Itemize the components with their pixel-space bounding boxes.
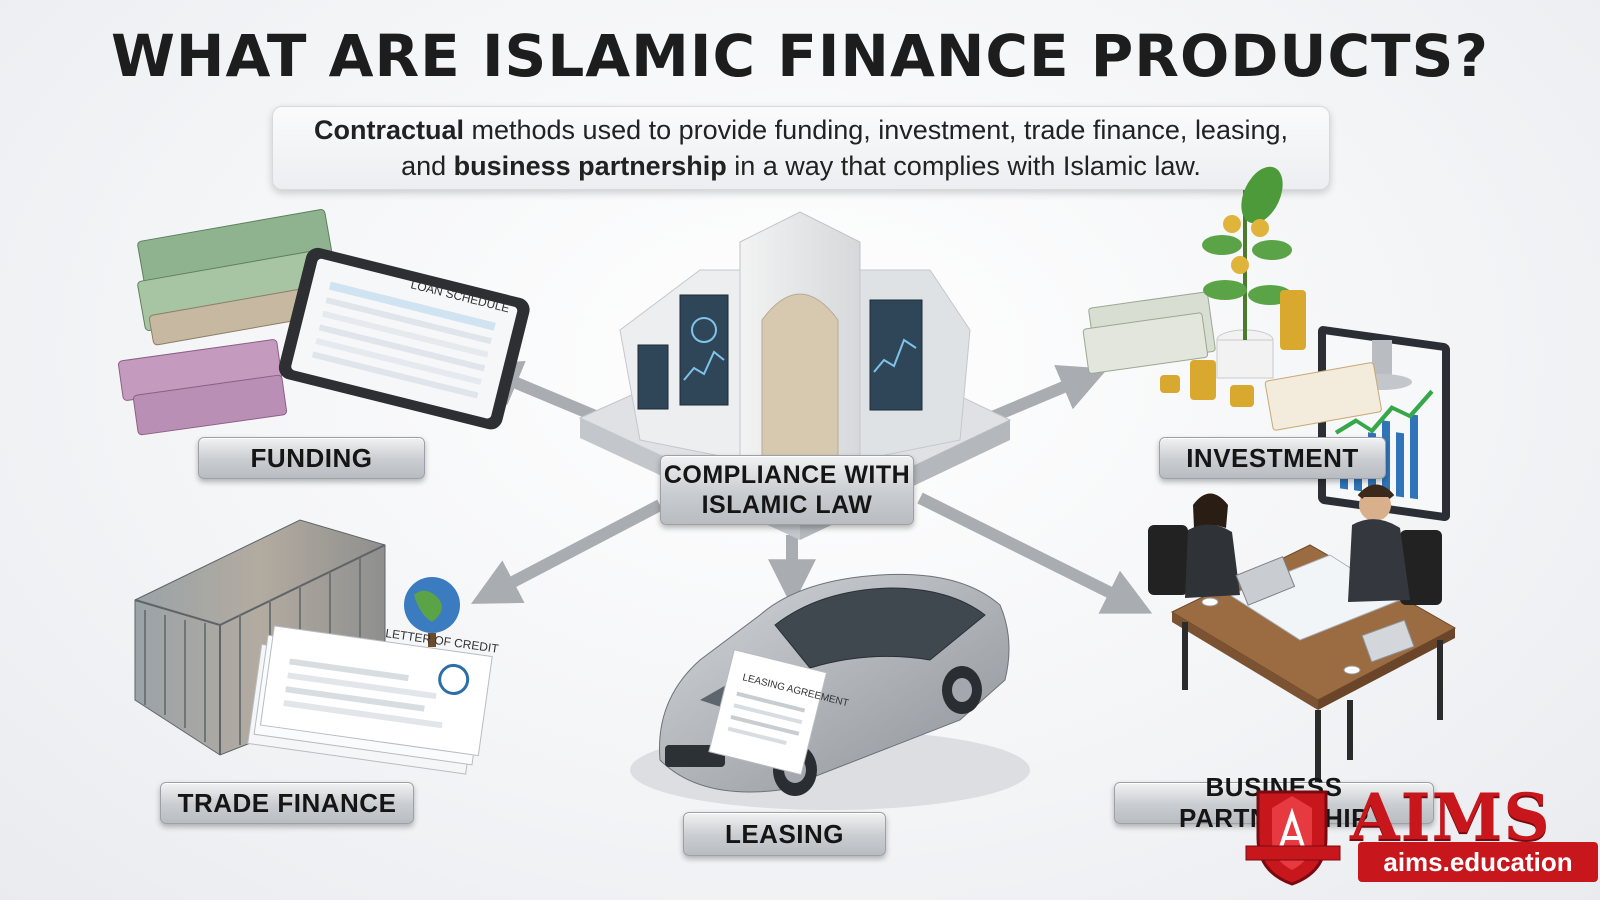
- arrow-to-partnership: [917, 492, 1153, 614]
- compliance-label-line2: ISLAMIC LAW: [701, 491, 873, 519]
- definition-segment: Contractual: [313, 115, 464, 145]
- aims-logo: AIMS aims.education: [1238, 780, 1598, 890]
- compliance-label: COMPLIANCE WITH ISLAMIC LAW: [660, 455, 914, 525]
- definition-segment: and: [401, 151, 454, 181]
- arrow-to-investment: [982, 364, 1108, 426]
- funding-illustration: LOAN SCHEDULE: [118, 209, 530, 436]
- trade-finance-illustration: LETTER OF CREDIT: [134, 519, 500, 775]
- page-title: WHAT ARE ISLAMIC FINANCE PRODUCTS?: [110, 22, 1490, 90]
- definition-segment: in a way that complies with Islamic law.: [726, 151, 1201, 181]
- trade-finance-label: TRADE FINANCE: [160, 782, 414, 824]
- business-partnership-illustration: [1148, 484, 1457, 790]
- definition-text: Contractual methods used to provide fund…: [314, 112, 1288, 184]
- leasing-illustration: LEASING AGREEMENT: [630, 573, 1030, 810]
- compliance-label-line1: COMPLIANCE WITH: [663, 461, 911, 489]
- funding-label: FUNDING: [198, 437, 425, 479]
- investment-label: INVESTMENT: [1159, 437, 1386, 479]
- leasing-label: LEASING: [683, 812, 886, 856]
- definition-box: Contractual methods used to provide fund…: [272, 106, 1330, 190]
- arrow-to-trade-finance: [470, 499, 663, 604]
- definition-segment: business partnership: [453, 151, 727, 181]
- definition-segment: methods used to provide funding, investm…: [464, 115, 1289, 145]
- aims-crest-icon: [1245, 790, 1341, 886]
- aims-url: aims.education: [1358, 842, 1598, 882]
